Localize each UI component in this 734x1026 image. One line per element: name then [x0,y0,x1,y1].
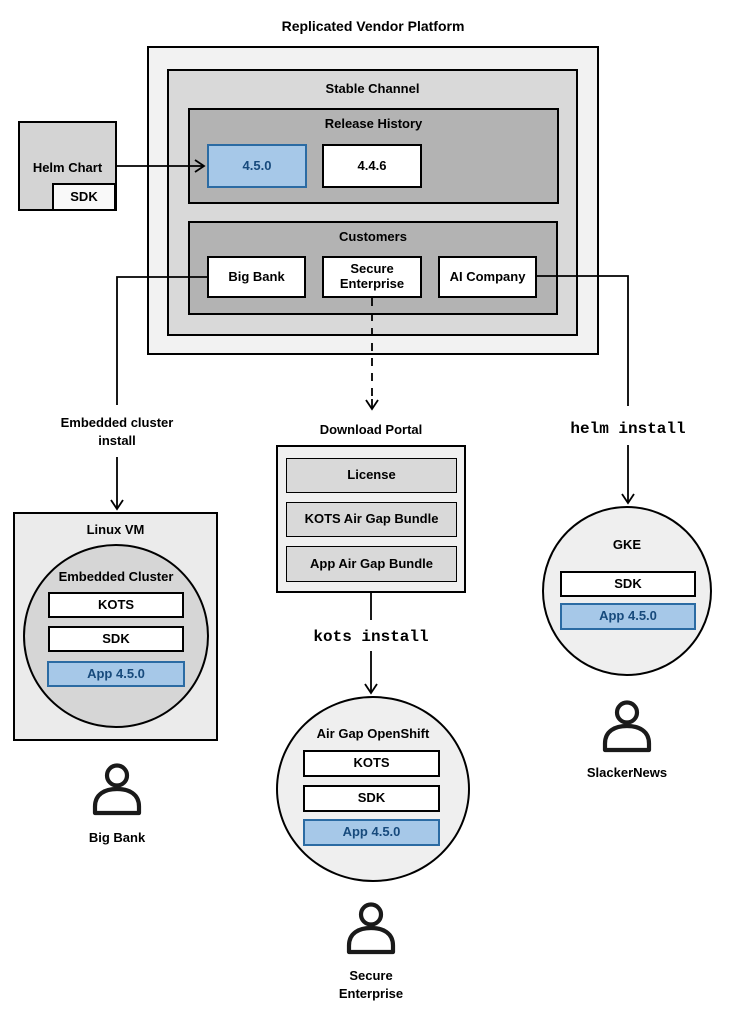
arrowhead-down-vm [110,499,124,511]
kots-airgap-bundle-box: KOTS Air Gap Bundle [286,502,457,537]
linux-vm-label: Linux VM [86,522,145,537]
slackernews-persona-label: SlackerNews [586,765,668,780]
release-version-current: 4.5.0 [207,144,307,188]
release-version-previous: 4.4.6 [322,144,422,188]
gke-sdk-box: SDK [560,571,696,597]
openshift-sdk-box: SDK [303,785,440,812]
gke-label: GKE [612,537,642,552]
diagram-title: Replicated Vendor Platform [281,18,465,34]
customer-secure-enterprise: Secure Enterprise [322,256,422,298]
embedded-kots-box: KOTS [48,592,184,618]
slackernews-person-icon [602,700,652,753]
helm-chart-sdk-box: SDK [52,183,116,211]
openshift-app-box: App 4.5.0 [303,819,440,846]
gke-app-box: App 4.5.0 [560,603,696,630]
arrowhead-down-gke [621,493,635,505]
download-portal-label: Download Portal [319,422,423,437]
app-airgap-bundle-box: App Air Gap Bundle [286,546,457,582]
customers-label: Customers [339,229,407,244]
secure-enterprise-persona-label: Secure Enterprise [338,968,404,1001]
release-history-label: Release History [324,116,423,131]
embedded-sdk-box: SDK [48,626,184,652]
customer-ai-company: AI Company [438,256,537,298]
license-box: License [286,458,457,493]
openshift-kots-box: KOTS [303,750,440,777]
embedded-cluster-label: Embedded Cluster [58,569,174,584]
helm-chart-label: Helm Chart [32,160,103,175]
arrowhead-down-portal [365,399,379,411]
secure-enterprise-person-icon [346,902,396,955]
airgap-openshift-label: Air Gap OpenShift [316,726,430,741]
big-bank-persona-label: Big Bank [88,830,146,845]
customer-big-bank: Big Bank [207,256,306,298]
helm-install-command: helm install [570,420,686,438]
embedded-app-box: App 4.5.0 [47,661,185,687]
stable-channel-label: Stable Channel [325,81,420,96]
big-bank-person-icon [92,763,142,816]
embedded-install-arrow-label: Embedded cluster install [60,415,174,448]
kots-install-command: kots install [313,628,429,646]
arrowhead-down-openshift [364,683,378,695]
